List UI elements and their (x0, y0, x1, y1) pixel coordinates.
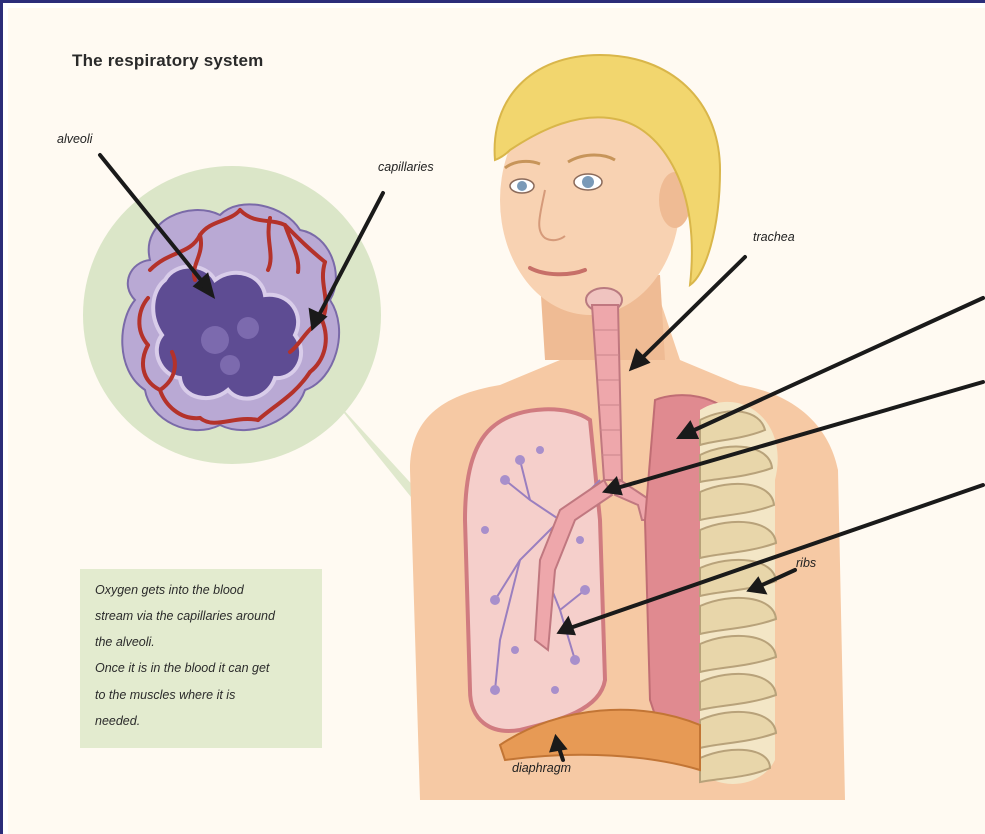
diagram-title: The respiratory system (72, 51, 263, 71)
lung-arrow (690, 298, 983, 432)
label-alveoli: alveoli (57, 132, 92, 146)
caption-line: to the muscles where it is (95, 688, 235, 702)
caption-line: stream via the capillaries around (95, 609, 275, 623)
caption-line: Oxygen gets into the blood (95, 583, 244, 597)
label-capillaries: capillaries (378, 160, 434, 174)
label-trachea: trachea (753, 230, 795, 244)
label-diaphragm: diaphragm (512, 761, 571, 775)
left-lung-illustration (465, 409, 605, 731)
caption-line: the alveoli. (95, 635, 155, 649)
caption-line: Once it is in the blood it can get (95, 661, 269, 675)
label-ribs: ribs (796, 556, 816, 570)
caption-line: needed. (95, 714, 140, 728)
